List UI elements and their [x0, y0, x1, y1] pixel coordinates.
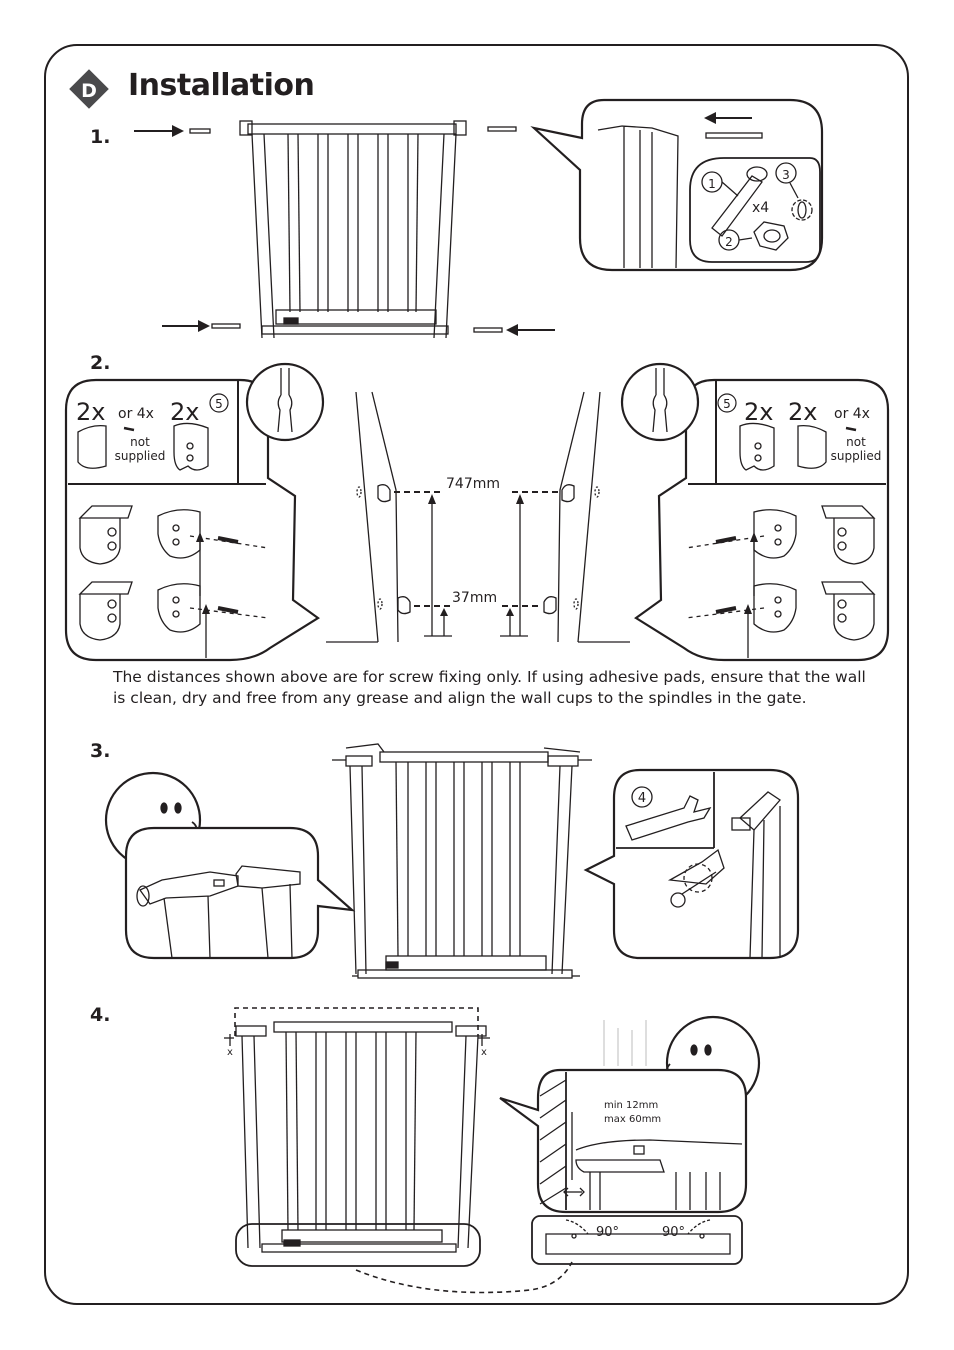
step-3-label: 3.: [90, 740, 111, 762]
section-badge: D: [69, 69, 109, 109]
step2-labels: 2x or 4x 2x 5 not supplied 5 2x 2x or 4x…: [76, 393, 882, 606]
angle-left-label: 90°: [596, 1225, 619, 1240]
dimension-747mm: 747mm: [446, 476, 500, 492]
left-not-supplied-2: supplied: [115, 449, 166, 463]
left-not-supplied-1: not: [130, 435, 150, 449]
step4-illustration: [224, 1007, 761, 1294]
part-1-label: 1: [708, 177, 716, 191]
part-3-label: 3: [782, 168, 790, 182]
left-qty-pads: 2x: [76, 398, 105, 426]
dimension-37mm: 37mm: [452, 590, 497, 606]
gap-right-label: x: [481, 1047, 487, 1058]
step3-illustration: [104, 743, 800, 979]
right-qty-cups: 2x: [744, 398, 773, 426]
angle-right-label: 90°: [662, 1225, 685, 1240]
right-qty-pads: 2x: [788, 398, 817, 426]
right-or-qty: or 4x: [834, 406, 870, 422]
right-not-supplied-1: not: [846, 435, 866, 449]
page-border: [44, 44, 909, 1305]
left-qty-cups: 2x: [170, 398, 199, 426]
section-letter: D: [81, 80, 97, 102]
gap-left-label: x: [227, 1047, 233, 1058]
step-1-label: 1.: [90, 126, 111, 148]
left-part-5: 5: [215, 397, 223, 411]
range-min-label: min 12mm: [604, 1100, 658, 1111]
tool-part-4: 4: [638, 791, 646, 806]
screw-fixing-note: The distances shown above are for screw …: [113, 668, 866, 707]
step1-illustration: [134, 98, 824, 339]
step-4-label: 4.: [90, 1004, 111, 1026]
part-quantity: x4: [752, 200, 769, 216]
left-or-qty: or 4x: [118, 406, 154, 422]
step-2-label: 2.: [90, 352, 111, 374]
right-part-5: 5: [723, 397, 731, 411]
page-title: Installation: [128, 68, 315, 103]
right-not-supplied-2: supplied: [831, 449, 882, 463]
part-2-label: 2: [725, 235, 733, 249]
step4-labels: x x min 12mm max 60mm 90° 90°: [227, 1047, 685, 1240]
step2-illustration: [64, 362, 890, 662]
range-max-label: max 60mm: [604, 1114, 661, 1125]
